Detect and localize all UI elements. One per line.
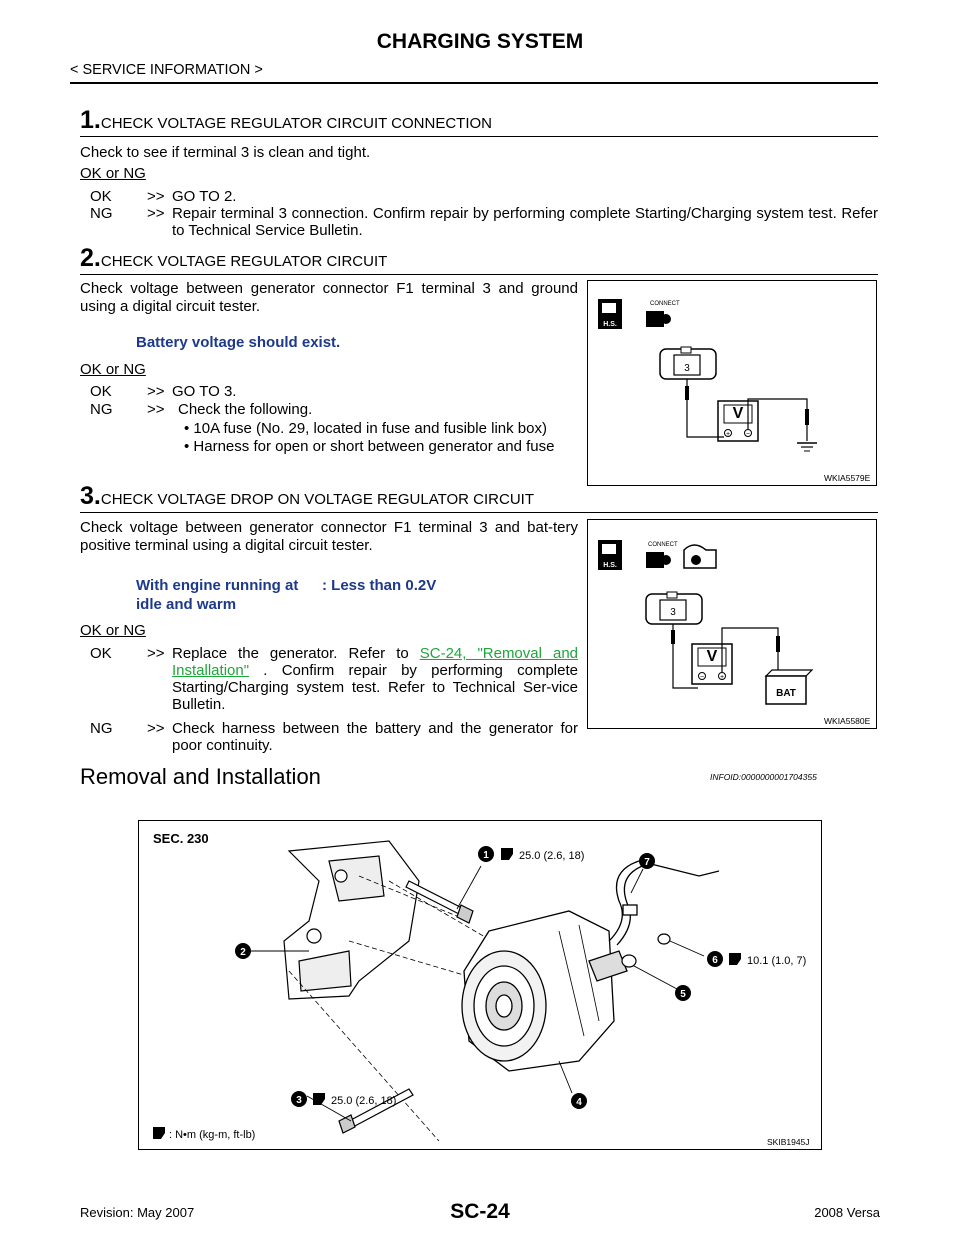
svg-text:6: 6 [712, 955, 718, 966]
svg-text:V: V [733, 405, 744, 422]
step-2-heading: 2.CHECK VOLTAGE REGULATOR CIRCUIT [80, 246, 878, 275]
step-3-number: 3. [80, 482, 101, 510]
svg-text:2: 2 [240, 947, 246, 958]
step-3-ng-result: NG >> Check harness between the battery … [90, 720, 578, 754]
callout-5: 5 [675, 985, 691, 1001]
step-2-spec: Battery voltage should exist. [136, 334, 341, 351]
callout-3: 3 25.0 (2.6, 18) [291, 1091, 396, 1107]
svg-text:10.1 (1.0, 7): 10.1 (1.0, 7) [747, 955, 806, 967]
step-1-number: 1. [80, 106, 101, 134]
header-divider [70, 82, 878, 84]
svg-text:7: 7 [644, 857, 650, 868]
step-2-bullet: • Harness for open or short between gene… [184, 438, 555, 455]
breadcrumb: < SERVICE INFORMATION > [70, 62, 263, 78]
step-3-title: CHECK VOLTAGE DROP ON VOLTAGE REGULATOR … [100, 491, 534, 508]
svg-text:4: 4 [576, 1097, 582, 1108]
svg-text:V: V [707, 648, 718, 665]
svg-text:25.0 (2.6, 18): 25.0 (2.6, 18) [331, 1095, 396, 1107]
svg-text:3: 3 [296, 1095, 302, 1106]
svg-text:+: + [726, 431, 730, 438]
svg-text:5: 5 [680, 989, 686, 1000]
svg-text:3: 3 [684, 363, 690, 374]
footer-page-number: SC-24 [450, 1200, 510, 1223]
step-2-title: CHECK VOLTAGE REGULATOR CIRCUIT [100, 253, 388, 270]
nut-6 [657, 933, 671, 945]
removal-installation-link[interactable]: SC-24, "Removal and Installation" [172, 645, 578, 679]
figure-generator-exploded-view: SEC. 230 [138, 820, 822, 1150]
figure-voltage-drop-check: H.S. CONNECT 3 V − + BAT WKIA5580E [587, 519, 877, 729]
bolt-3 [338, 1088, 414, 1134]
step-3-okng: OK or NG [80, 622, 146, 639]
svg-text:: N•m (kg-m, ft-lb): : N•m (kg-m, ft-lb) [169, 1129, 255, 1141]
section-title: Removal and Installation [80, 764, 321, 789]
step-3-heading: 3.CHECK VOLTAGE DROP ON VOLTAGE REGULATO… [80, 484, 878, 513]
callout-7: 7 [639, 853, 655, 869]
sec-label: SEC. 230 [153, 831, 209, 846]
step-2-number: 2. [80, 244, 101, 272]
svg-text:3: 3 [670, 607, 676, 618]
bolt-1 [405, 880, 474, 924]
figure-code: SKIB1945J [767, 1137, 810, 1147]
step-2-ok-result: OK >> GO TO 3. [90, 383, 237, 400]
svg-text:−: − [746, 431, 750, 438]
step-1-ok-result: OK >> GO TO 2. [90, 188, 237, 205]
step-1-title: CHECK VOLTAGE REGULATOR CIRCUIT CONNECTI… [100, 115, 493, 132]
step-2-ng-result: NG >> Check the following. • 10A fuse (N… [90, 401, 555, 455]
svg-text:−: − [700, 674, 704, 681]
info-id: INFOID:0000000001704355 [710, 772, 817, 782]
step-3-spec-label: With engine running at idle and warm [136, 577, 299, 613]
callout-1: 1 25.0 (2.6, 18) [478, 846, 584, 862]
svg-text:CONNECT: CONNECT [648, 542, 678, 548]
washer-5 [621, 954, 637, 968]
footer-model: 2008 Versa [814, 1205, 880, 1220]
harness-7 [608, 860, 720, 946]
mounting-bracket [283, 840, 420, 1000]
figure-voltage-regulator-check: H.S. CONNECT 3 V + − WKIA5579E [587, 280, 877, 486]
step-1-ng-result: NG >> Repair terminal 3 connection. Conf… [90, 205, 878, 239]
step-1-okng: OK or NG [80, 165, 146, 182]
step-3-text: Check voltage between generator connecto… [80, 519, 578, 554]
step-2-bullet: • 10A fuse (No. 29, located in fuse and … [184, 420, 547, 437]
wiring-diagram-ground: H.S. CONNECT 3 V + − [598, 299, 817, 452]
svg-text:+: + [720, 674, 724, 681]
callout-2: 2 [235, 943, 251, 959]
callout-4: 4 [571, 1093, 587, 1109]
callout-6: 6 10.1 (1.0, 7) [707, 951, 806, 967]
svg-text:25.0 (2.6, 18): 25.0 (2.6, 18) [519, 850, 584, 862]
step-2-text: Check voltage between generator connecto… [80, 280, 578, 315]
wiring-diagram-battery: H.S. CONNECT 3 V − + BAT [598, 540, 814, 705]
figure-code: WKIA5579E [824, 473, 871, 483]
svg-text:CONNECT: CONNECT [650, 301, 680, 307]
generator-exploded-diagram: SEC. 230 [153, 831, 806, 1142]
svg-text:1: 1 [483, 850, 489, 861]
figure-code: WKIA5580E [824, 716, 871, 726]
step-3-spec-value: : Less than 0.2V [322, 577, 437, 594]
step-1-text: Check to see if terminal 3 is clean and … [80, 144, 371, 161]
generator-body [461, 910, 628, 1072]
svg-text:H.S.: H.S. [603, 321, 617, 328]
step-2-okng: OK or NG [80, 361, 146, 378]
svg-text:BAT: BAT [776, 688, 796, 699]
torque-legend: : N•m (kg-m, ft-lb) [153, 1127, 255, 1141]
step-3-ok-result: OK >> Replace the generator. Refer to SC… [90, 645, 578, 713]
step-1-heading: 1.CHECK VOLTAGE REGULATOR CIRCUIT CONNEC… [80, 108, 878, 137]
footer-revision: Revision: May 2007 [80, 1205, 195, 1220]
svg-text:H.S.: H.S. [603, 562, 617, 569]
page-title: CHARGING SYSTEM [376, 30, 584, 53]
